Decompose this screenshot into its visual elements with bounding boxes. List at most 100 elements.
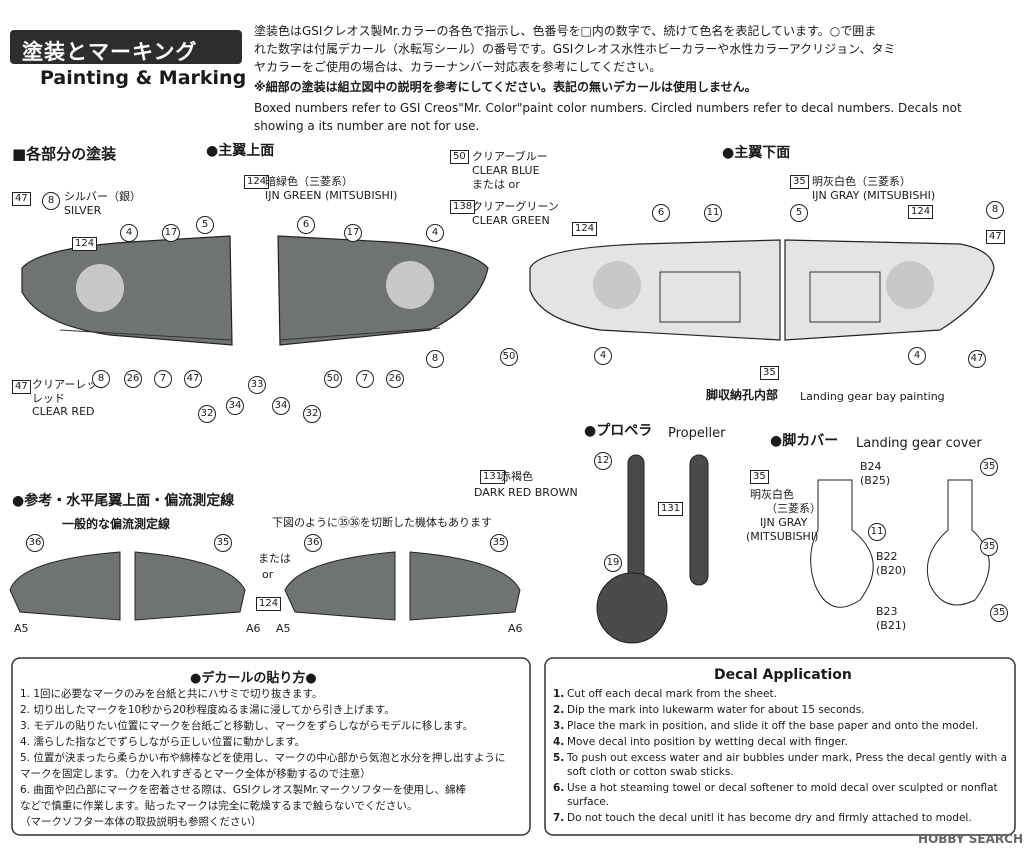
or-line: または or [472,178,520,191]
part-a5-r: A5 [276,622,291,635]
general-lines: 一般的な偏流測定線 [62,517,171,531]
decal-en-title: Decal Application [714,667,852,683]
paint-47-box-b: 47 [12,380,31,394]
decal-6-marker: 6 [297,216,315,234]
decal-jp-step-1: 1. 1回に必要なマークのみを台紙と共にハサミで切り抜きます。 [20,688,323,700]
part-b22: B22 [876,550,898,563]
intro-line-2: れた数字は付属デカール（水転写シール）の番号です。GSIクレオス水性ホビーカラー… [254,42,896,56]
decal-4-marker-r: 4 [426,224,444,242]
propeller-title-en: Propeller [668,426,726,441]
intro-line-3: ヤカラーをご使用の場合は、カラーナンバー対応表を参考にしてください。 [254,60,662,74]
red-brown-en: DARK RED BROWN [474,486,578,499]
decal-en-num-6: 6. [553,782,565,794]
or-jp: または [258,552,291,565]
ijn-gray-en: IJN GRAY (MITSUBISHI) [812,189,936,202]
decal-11-marker: 11 [704,204,722,222]
decal-en-num-1: 1. [553,688,565,700]
ijn-green-jp: 暗緑色（三菱系） [265,175,353,188]
hobby-search-watermark: HOBBY SEARCH [918,832,1023,846]
decal-jp-step-3: 3. モデルの貼りたい位置にマークを台紙ごと移動し、マークをずらしながらモデルに… [20,720,474,732]
decal-26-marker-r: 26 [386,370,404,388]
decal-35-marker-tail: 35 [214,534,232,552]
gear-gray-en1: IJN GRAY [760,516,808,529]
decal-17-marker: 17 [162,224,180,242]
decal-11-marker-gear: 11 [868,523,886,541]
part-a6: A6 [246,622,261,635]
gear-cover-title-en: Landing gear cover [856,436,982,451]
decal-5-marker: 5 [196,216,214,234]
gear-bay-en: Landing gear bay painting [800,390,945,403]
upper-wing-title: ●主翼上面 [206,143,275,159]
decal-en-step-4: Move decal into position by wetting deca… [567,736,848,748]
decal-12-marker: 12 [594,452,612,470]
reference-title: ●参考・水平尾翼上面・偏流測定線 [12,493,235,509]
or-en: or [262,568,274,581]
intro-line-1: 塗装色はGSIクレオス製Mr.カラーの各色で指示し、色番号を□内の数字で、続けて… [254,24,877,38]
clear-red-jp: クリアーレッド [32,378,109,391]
gear-bay-jp: 脚収納孔内部 [706,388,779,402]
decal-jp-title: ●デカールの貼り方● [190,671,317,686]
paint-124-box-l: 124 [72,237,98,251]
decal-en-step-5: To push out excess water and air bubbles… [567,752,1008,764]
decal-en-step-6b: surface. [567,796,610,808]
silver-jp: シルバー（銀） [64,190,141,203]
ijn-gray-jp: 明灰白色（三菱系） [812,175,911,188]
paint-50-box: 50 [450,150,469,164]
decal-8-marker: 8 [42,192,60,210]
gear-gray-jp1: 明灰白色 [750,488,794,501]
paint-124-box-rw: 124 [908,205,934,219]
paint-124-box-tail: 124 [256,597,282,611]
decal-jp-step-6: 6. 曲面や凹凸部にマークを密着させる際は、GSIクレオス製Mr.マークソフター… [20,784,467,796]
decal-47-marker: 47 [184,370,202,388]
clear-green-en: CLEAR GREEN [472,214,550,227]
paint-47-box-lw: 47 [986,230,1005,244]
decal-19-marker: 19 [604,554,622,572]
decal-jp-step-6b: などで慎重に作業します。貼ったマークは完全に乾燥するまで触らないでください。 [20,800,418,812]
intro-line-4: ※細部の塗装は組立図中の説明を参考にしてください。表記の無いデカールは使用しませ… [254,80,757,94]
title-jp: 塗装とマーキング [22,40,198,64]
clear-green-jp: クリアーグリーン [472,200,559,213]
paint-124-box-lw: 124 [572,222,598,236]
gear-cover-title: ●脚カバー [770,433,839,449]
decal-26-marker: 26 [124,370,142,388]
decal-jp-step-5b: マークを固定します。（力を入れすぎるとマーク全体が移動するので注意） [20,768,371,780]
decal-35-marker-tail-r: 35 [490,534,508,552]
propeller-title: ●プロペラ [584,423,653,439]
decal-35-marker-gear3: 35 [990,604,1008,622]
decal-en-step-3: Place the mark in position, and slide it… [567,720,979,732]
paint-131-box-prop: 131 [658,502,684,516]
decal-35-marker-gear2: 35 [980,538,998,556]
part-b24: B24 [860,460,882,473]
decal-en-num-2: 2. [553,704,565,716]
section-header-badge: 塗装とマーキング [10,30,242,64]
clear-blue-jp: クリアーブルー [472,150,548,163]
decal-en-num-3: 3. [553,720,565,732]
paint-35-box-bay: 35 [760,366,779,380]
decal-en-num-5: 5. [553,752,565,764]
decal-36-marker: 36 [26,534,44,552]
decal-jp-step-2: 2. 切り出したマークを10秒から20秒程度ぬるま湯に浸してから引き上げます。 [20,704,395,716]
paint-124-box: 124 [244,175,270,189]
decal-17-marker-r: 17 [344,224,362,242]
decal-en-step-7: Do not touch the decal unitl it has beco… [567,812,972,824]
decal-jp-step-5: 5. 位置が決まったら柔らかい布や綿棒などを使用し、マークの中心部から気泡と水分… [20,752,506,764]
clear-red-en: CLEAR RED [32,405,95,418]
paint-47-box: 47 [12,192,31,206]
decal-50-marker: 50 [324,370,342,388]
gear-gray-jp2: （三菱系） [766,502,821,515]
decal-4-marker: 4 [120,224,138,242]
intro-line-6: showing a its number are not for use. [254,119,480,133]
paint-131-box: 131 [480,470,506,484]
part-b25: (B25) [860,474,891,487]
part-b21: (B21) [876,619,907,632]
silver-en: SILVER [64,204,102,217]
decal-4-marker-rw: 4 [908,347,926,365]
clear-blue-en: CLEAR BLUE [472,164,540,177]
red-brown-jp: 赤褐色 [500,470,533,483]
decal-50-marker-b: 50 [500,348,518,366]
parts-section-title: ■各部分の塗装 [12,145,117,163]
decal-en-step-1: Cut off each decal mark from the sheet. [567,688,777,700]
decal-jp-step-4: 4. 濡らした指などでずらしながら正しい位置に動かします。 [20,736,306,748]
decal-34-marker: 34 [226,397,244,415]
